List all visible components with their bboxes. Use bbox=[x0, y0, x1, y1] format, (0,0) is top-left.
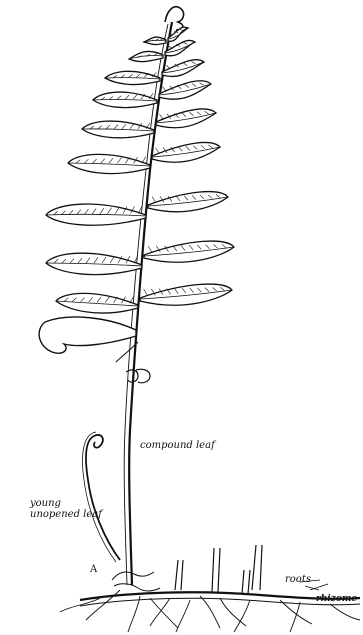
root-6 bbox=[234, 600, 250, 632]
label-compound-leaf: compound leaf bbox=[140, 440, 215, 451]
root-11 bbox=[200, 596, 220, 628]
pinna-vein-16-1 bbox=[148, 246, 152, 253]
stub-1 bbox=[175, 560, 183, 590]
stub-4 bbox=[252, 545, 262, 590]
pinna-10 bbox=[156, 109, 216, 128]
root-4 bbox=[176, 600, 190, 632]
pinna-vein-18-1 bbox=[144, 289, 148, 296]
fern-drawing bbox=[39, 7, 360, 632]
root-1 bbox=[86, 590, 120, 620]
pinna-18 bbox=[140, 284, 232, 305]
pinna-4 bbox=[165, 40, 195, 55]
pinna-vein-14-1 bbox=[152, 197, 156, 203]
label-young-line1: young bbox=[30, 498, 102, 509]
stub-2 bbox=[212, 548, 220, 592]
root-8 bbox=[290, 602, 300, 632]
pinna-vein-8-1 bbox=[162, 87, 166, 92]
pinna-16 bbox=[144, 241, 234, 262]
label-young-line2: unopened leaf bbox=[30, 509, 102, 520]
root-5 bbox=[220, 598, 246, 626]
pinna-vein-12-1 bbox=[156, 148, 160, 154]
label-marker-a: A bbox=[90, 564, 97, 575]
label-roots: roots bbox=[285, 574, 311, 585]
pinna-12 bbox=[152, 142, 220, 162]
stem-base-scales bbox=[112, 572, 160, 591]
pinna-8 bbox=[159, 81, 211, 100]
pinna-vein-10-1 bbox=[160, 114, 164, 119]
root-3 bbox=[150, 598, 178, 628]
pinna-6 bbox=[162, 60, 204, 77]
root-10 bbox=[330, 604, 360, 620]
root-9 bbox=[60, 598, 100, 612]
fiddlehead-edge bbox=[83, 432, 117, 562]
pinna-lower-curled bbox=[39, 317, 136, 353]
label-rhizome: rhizome bbox=[316, 594, 357, 605]
stub-3 bbox=[242, 570, 250, 594]
label-young-unopened-leaf: young unopened leaf bbox=[30, 498, 102, 520]
root-2 bbox=[128, 596, 140, 632]
